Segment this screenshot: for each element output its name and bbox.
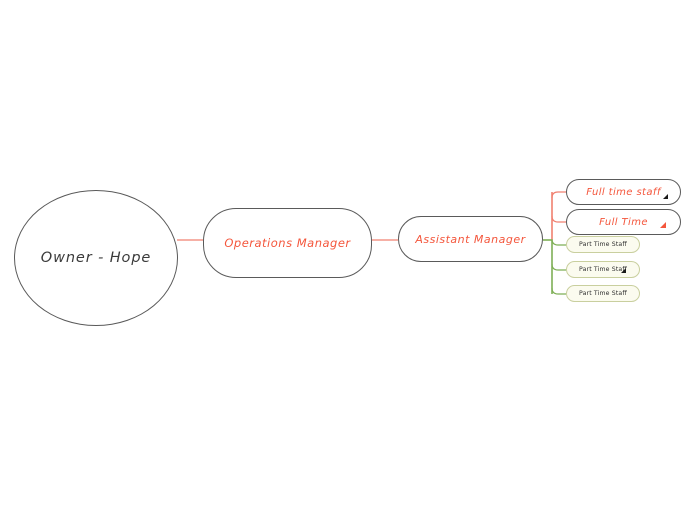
node-part-time-staff-3[interactable]: Part Time Staff — [566, 285, 640, 302]
node-owner-label: Owner - Hope — [40, 250, 152, 266]
corner-triangle-icon[interactable] — [663, 194, 668, 199]
edge-to-part-time-3 — [551, 287, 566, 295]
node-operations-manager[interactable]: Operations Manager — [203, 208, 372, 278]
edge-to-full-time-staff — [551, 191, 566, 199]
edge-to-full-time — [551, 215, 566, 223]
node-part-time-staff-2[interactable]: Part Time Staff — [566, 261, 640, 278]
edge-to-part-time-2 — [551, 263, 566, 271]
corner-triangle-icon[interactable] — [621, 268, 626, 273]
corner-triangle-icon[interactable] — [660, 222, 666, 228]
node-operations-manager-label: Operations Manager — [224, 236, 351, 250]
node-full-time-label: Full Time — [599, 216, 648, 228]
node-assistant-manager-label: Assistant Manager — [415, 232, 526, 246]
node-assistant-manager[interactable]: Assistant Manager — [398, 216, 543, 262]
node-part-time-staff-1-label: Part Time Staff — [578, 241, 628, 248]
node-full-time-staff[interactable]: Full time staff — [566, 179, 681, 205]
node-part-time-staff-3-label: Part Time Staff — [578, 290, 628, 297]
node-part-time-staff-2-label: Part Time Staff — [578, 266, 628, 273]
node-part-time-staff-1[interactable]: Part Time Staff — [566, 236, 640, 253]
node-full-time-staff-label: Full time staff — [586, 186, 661, 198]
node-full-time[interactable]: Full Time — [566, 209, 681, 235]
edge-to-part-time-1 — [551, 238, 566, 246]
node-owner[interactable]: Owner - Hope — [14, 190, 178, 326]
